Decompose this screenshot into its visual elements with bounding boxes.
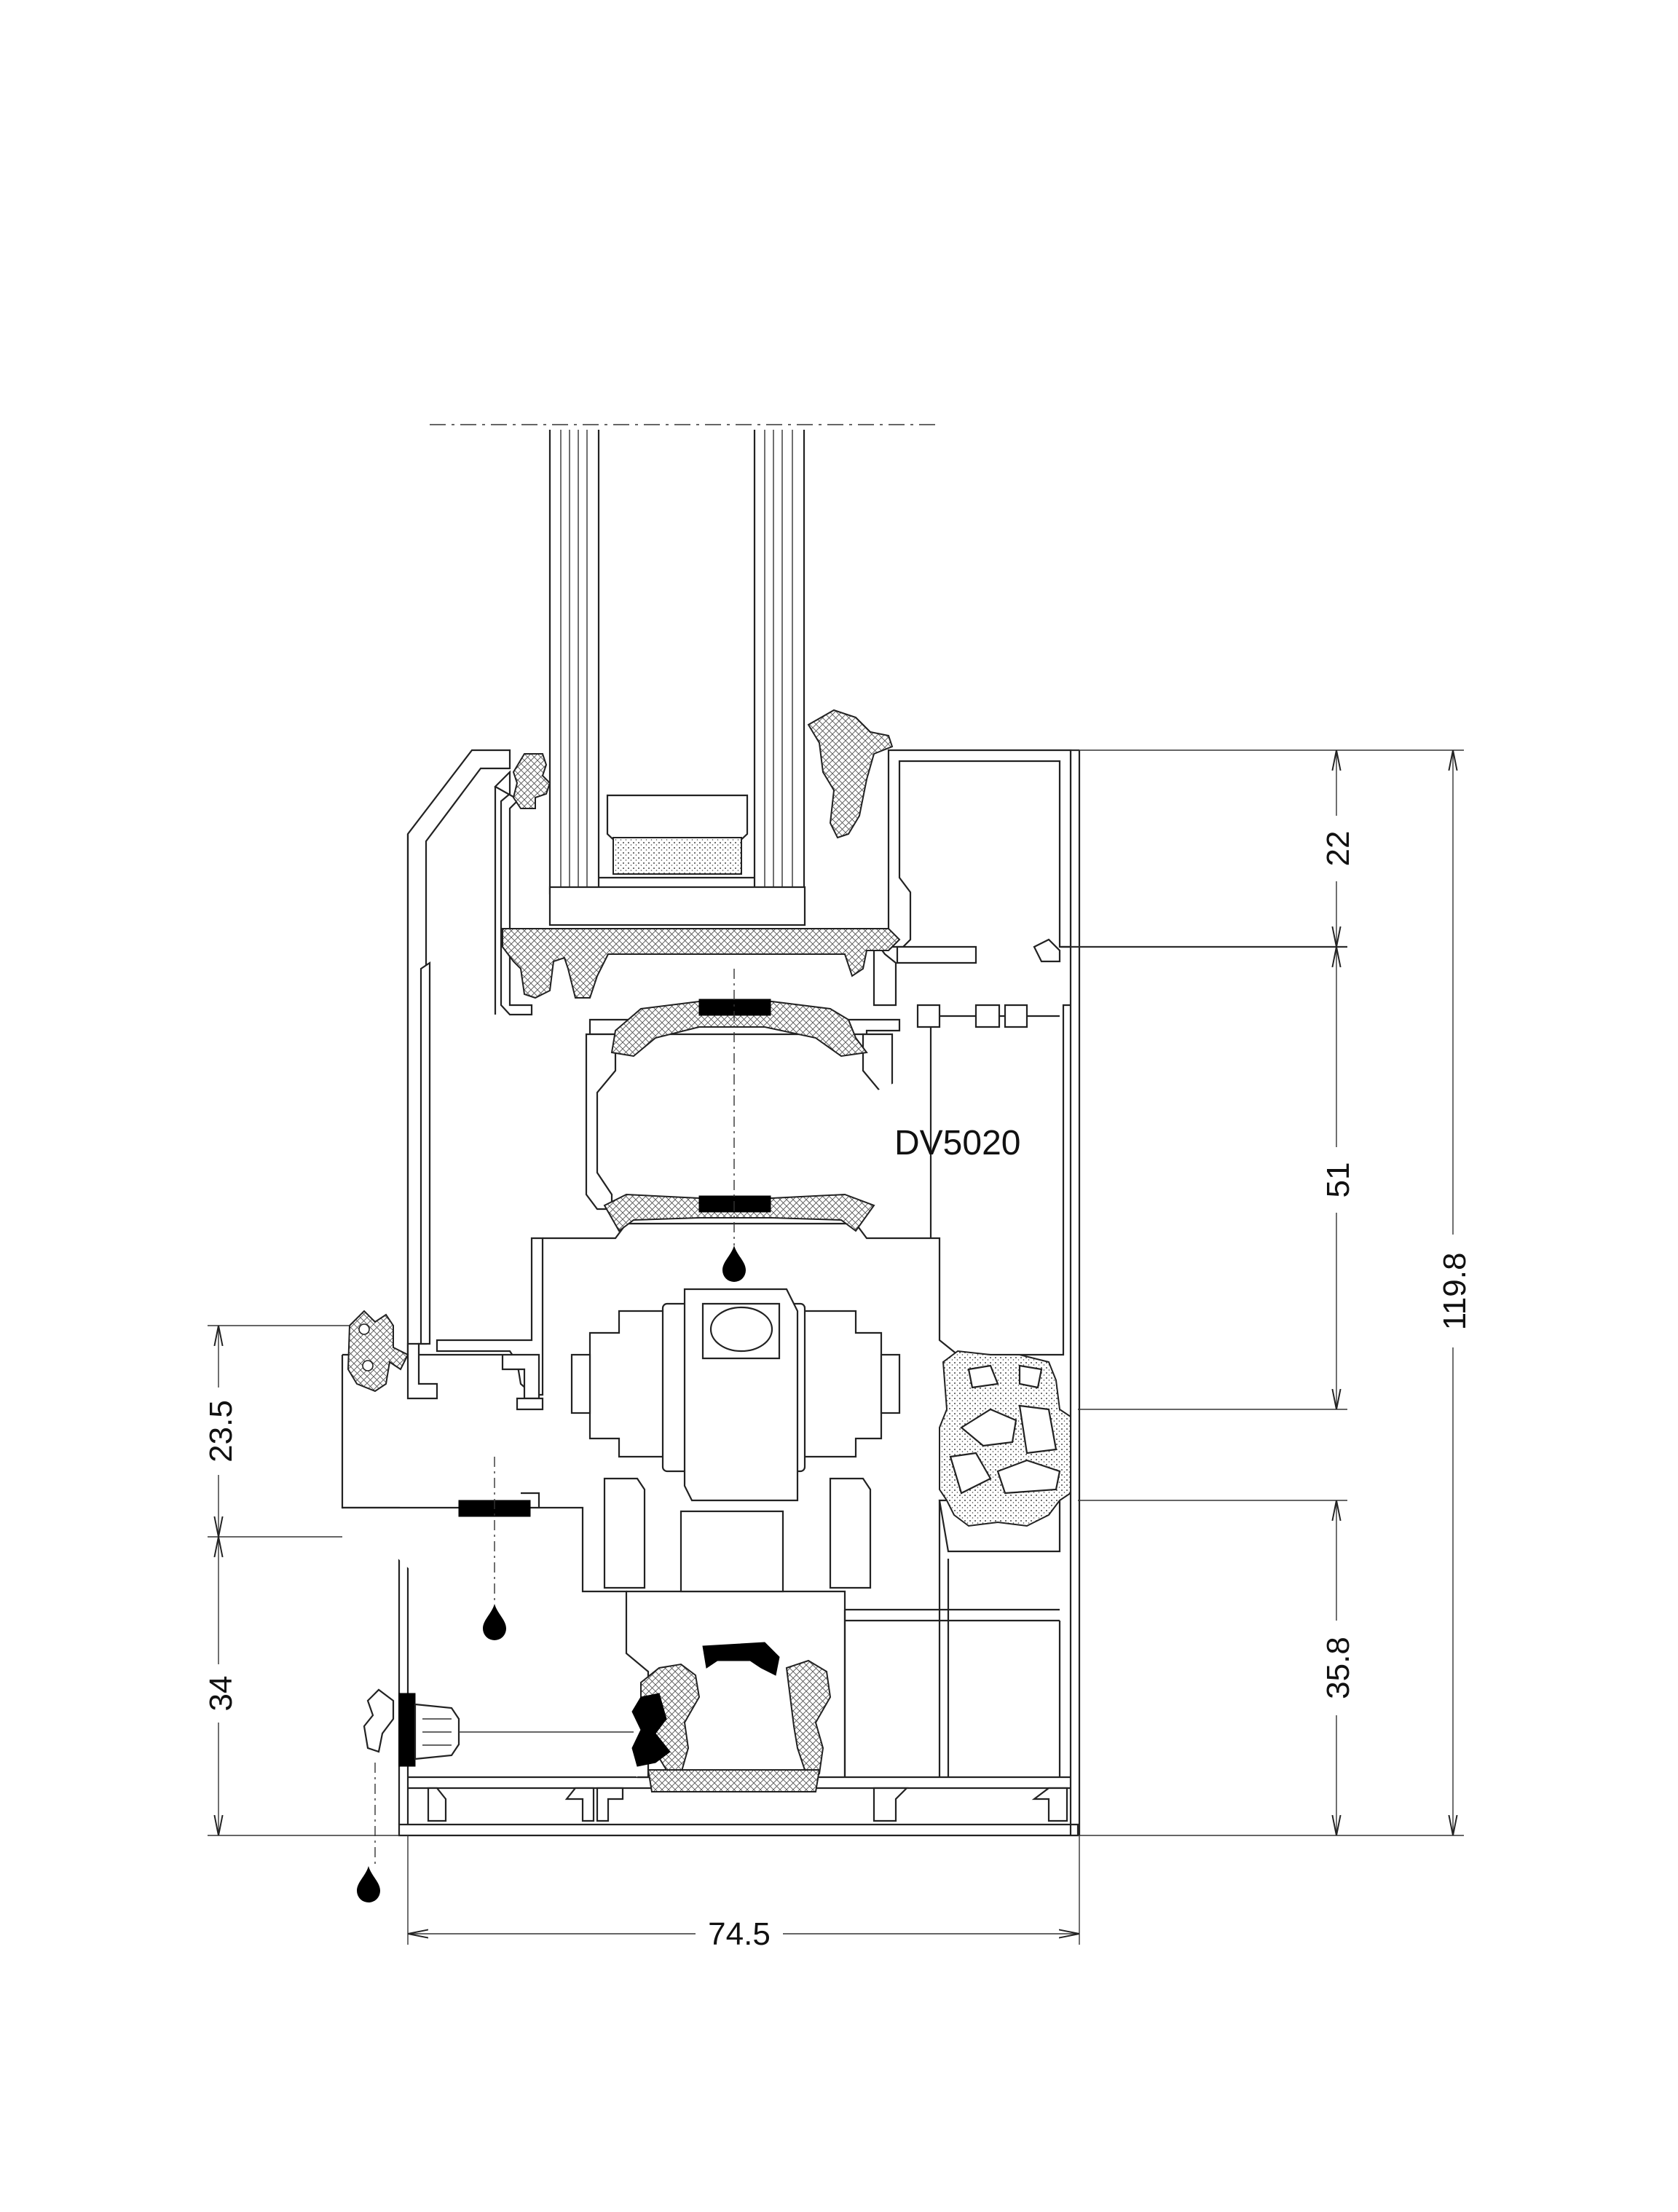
dimension-left-upper: 23.5 bbox=[203, 1400, 239, 1463]
outer-frame-profile bbox=[341, 749, 1081, 1837]
water-drop-icon bbox=[357, 1866, 380, 1902]
dimensions-left: 23.5 34 bbox=[200, 1325, 399, 1836]
dimension-right-lower: 35.8 bbox=[1320, 1637, 1356, 1699]
glazing-bed-gasket bbox=[502, 928, 901, 999]
dimensions-right: 22 51 35.8 119.8 bbox=[1071, 749, 1473, 1836]
interlock-profile bbox=[342, 1288, 901, 1779]
glass-pane-right bbox=[753, 430, 805, 894]
glazing-gasket-left bbox=[512, 753, 551, 809]
gaskets bbox=[347, 709, 1071, 1792]
black-block-middle bbox=[698, 1195, 771, 1213]
black-seal-left bbox=[631, 1693, 671, 1767]
black-seal-bottom bbox=[702, 1642, 780, 1676]
dimensions-bottom: 74.5 bbox=[407, 1835, 1080, 1952]
drain-cap bbox=[363, 1688, 634, 1760]
profile-label: DV5020 bbox=[894, 1124, 1020, 1162]
dimension-right-top: 22 bbox=[1320, 831, 1356, 867]
bottom-gasket-right bbox=[785, 1659, 832, 1775]
interlock-gasket-left bbox=[347, 1310, 409, 1393]
glazing-gasket-right bbox=[807, 709, 894, 839]
drainage-indicators bbox=[357, 969, 746, 1902]
glass-pane-left bbox=[548, 430, 600, 894]
dimension-right-total: 119.8 bbox=[1437, 1253, 1473, 1331]
bottom-gasket-bar bbox=[647, 1769, 821, 1792]
glazing-unit bbox=[430, 424, 940, 926]
black-block-upper bbox=[698, 999, 771, 1016]
glass-spacer bbox=[599, 794, 755, 879]
dimension-bottom-width: 74.5 bbox=[708, 1916, 771, 1952]
water-drop-icon bbox=[722, 1245, 746, 1282]
black-seals bbox=[398, 999, 780, 1767]
sash-profile bbox=[406, 749, 1347, 1400]
drain-cap-block bbox=[398, 1693, 416, 1767]
glazing-setting-block bbox=[548, 886, 806, 926]
dimension-left-lower: 34 bbox=[203, 1676, 239, 1712]
dimension-right-middle: 51 bbox=[1320, 1162, 1356, 1198]
roller-assembly bbox=[570, 1288, 901, 1593]
